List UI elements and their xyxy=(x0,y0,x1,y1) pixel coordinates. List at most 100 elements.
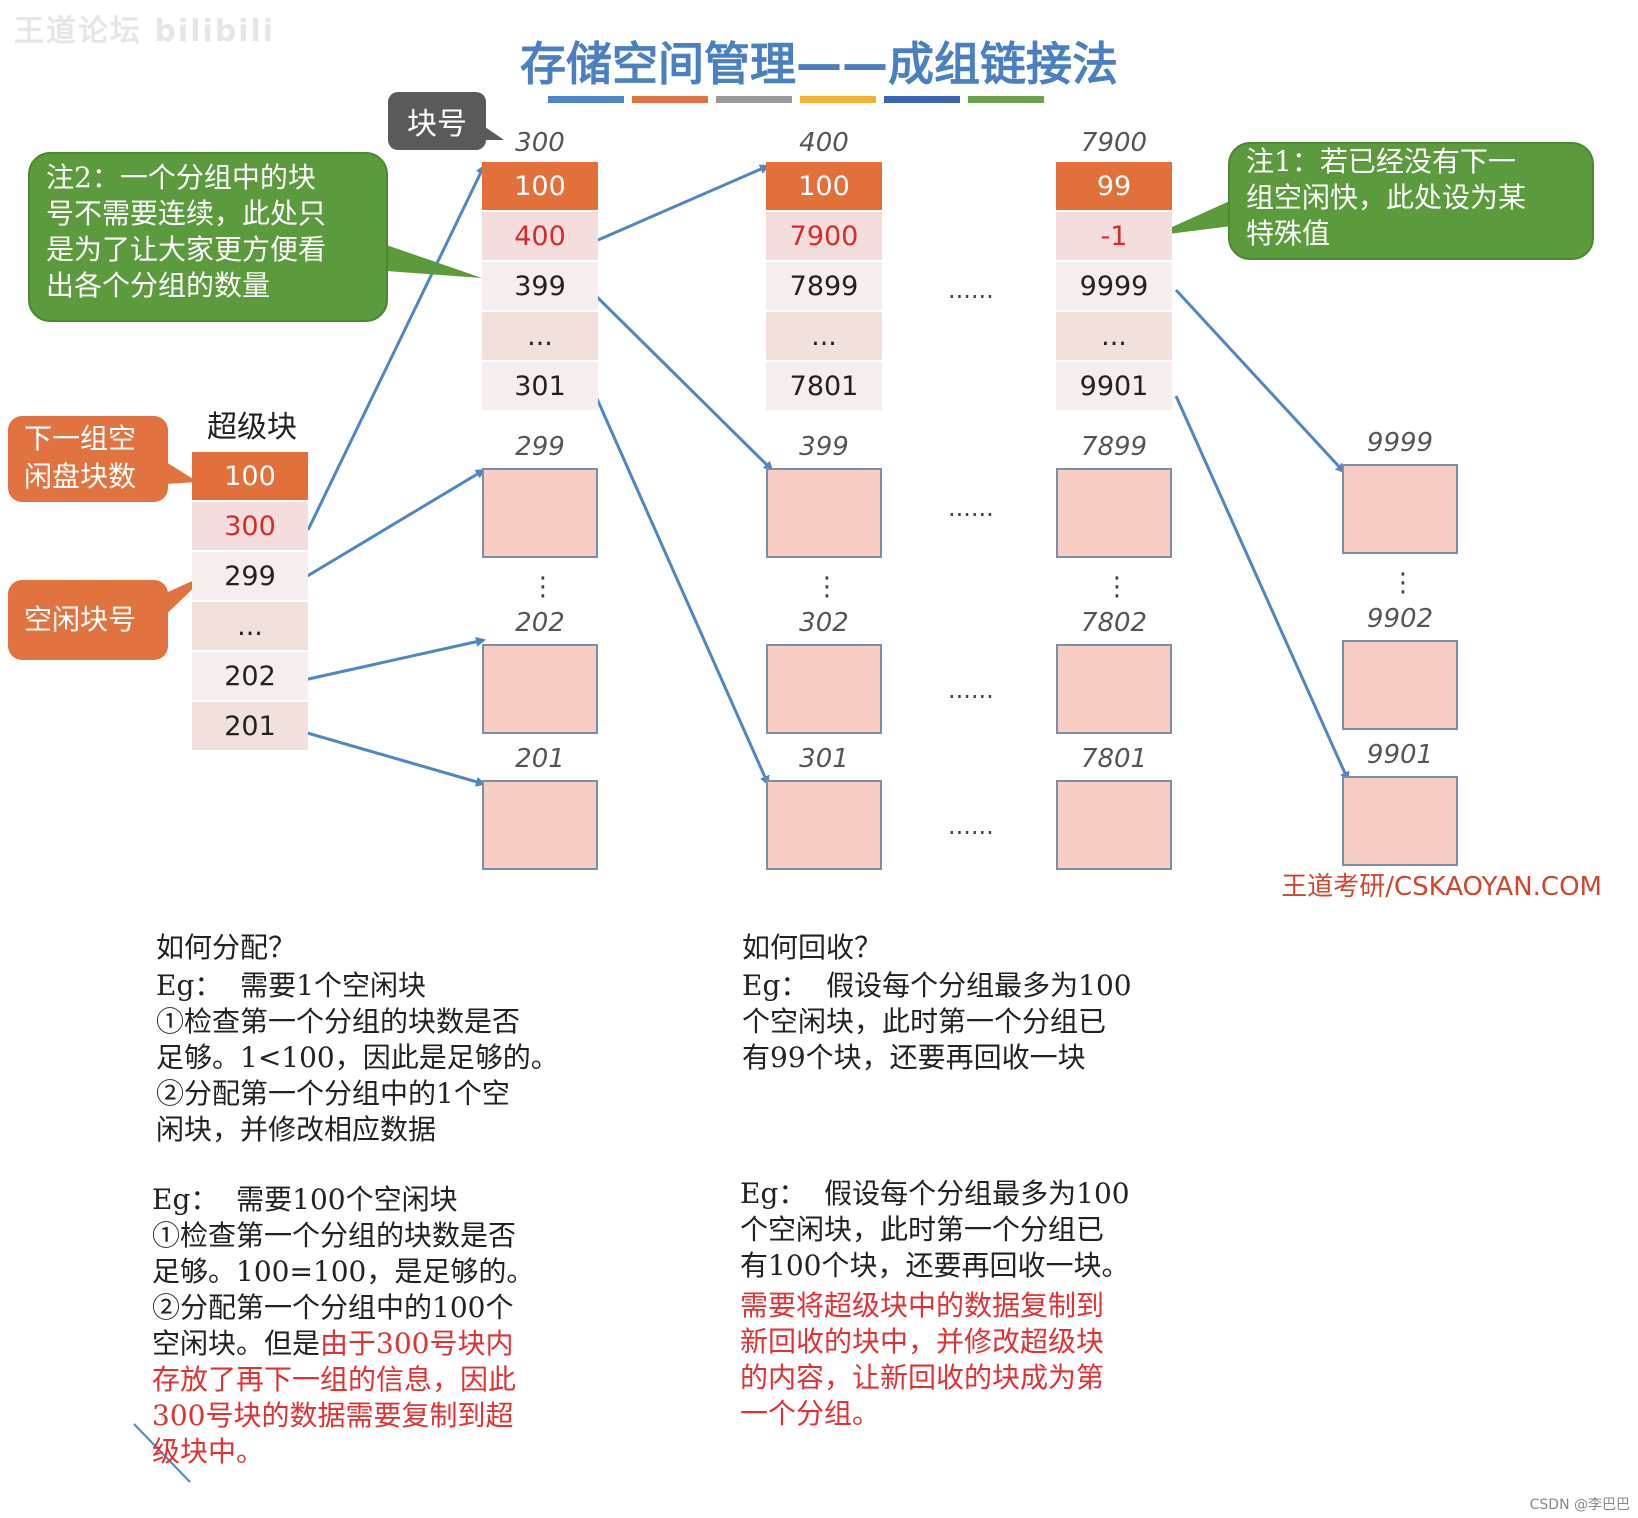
block-number-tag: 块号 xyxy=(388,92,486,150)
recycle-eg2-red-line: 新回收的块中，并修改超级块 xyxy=(740,1325,1105,1358)
arrow-299 xyxy=(303,468,486,580)
title-underline-segment xyxy=(548,96,624,103)
group-7900: 99 -1 9999 ... 9901 xyxy=(1056,162,1172,412)
recycle-eg1-line: Eg： 假设每个分组最多为100 xyxy=(742,969,1132,1002)
vertical-ellipsis: ⋮ xyxy=(1104,572,1130,602)
alloc-eg1-line: Eg： 需要1个空闲块 xyxy=(156,969,426,1002)
block-label: 399 xyxy=(799,432,849,462)
alloc-eg1-line: 足够。1<100，因此是足够的。 xyxy=(156,1041,559,1074)
note1-line: 特殊值 xyxy=(1246,217,1331,250)
free-block xyxy=(1342,640,1458,730)
group-400: 100 7900 7899 ... 7801 xyxy=(766,162,882,412)
alloc-eg2-line: ①检查第一个分组的块数是否 xyxy=(152,1219,517,1252)
title-underline-segment xyxy=(716,96,792,103)
block-label: 9999 xyxy=(1366,428,1434,458)
title-underline-segment xyxy=(884,96,960,103)
alloc-eg2-red-line: 存放了再下一组的信息，因此 xyxy=(152,1363,517,1396)
row-ellipsis: ...... xyxy=(948,676,994,704)
free-no-label xyxy=(8,580,168,660)
free-block xyxy=(1342,776,1458,866)
group-count: 100 xyxy=(482,162,598,210)
free-block xyxy=(766,468,882,558)
group-next: 400 xyxy=(482,212,598,260)
group-entry: 7801 xyxy=(766,362,882,410)
note2-line: 出各个分组的数量 xyxy=(46,269,271,302)
free-block xyxy=(482,468,598,558)
group-entry: 399 xyxy=(482,262,598,310)
group-ellipsis: ... xyxy=(766,312,882,360)
superblock: 100 300 299 ... 202 201 xyxy=(192,452,308,752)
superblock-count: 100 xyxy=(192,452,308,500)
alloc-eg2-prefix: 空闲块。但是 xyxy=(152,1327,321,1360)
group-next: -1 xyxy=(1056,212,1172,260)
recycle-eg1-line: 个空闲块，此时第一个分组已 xyxy=(742,1005,1107,1038)
block-label: 9901 xyxy=(1366,740,1434,770)
note2-pointer xyxy=(372,240,482,278)
page-title: 存储空间管理——成组链接法 xyxy=(520,37,1118,91)
free-block xyxy=(482,780,598,870)
block-label: 299 xyxy=(515,432,565,462)
block-label: 201 xyxy=(515,744,565,774)
next-count-line: 下一组空 xyxy=(24,422,137,455)
vertical-ellipsis: ⋮ xyxy=(530,572,556,602)
note1-callout xyxy=(1228,142,1594,260)
alloc-eg2-red-prefix: 由于300号块内 xyxy=(320,1327,514,1360)
title-underline-segment xyxy=(800,96,876,103)
recycle-eg2-line: 有100个块，还要再回收一块。 xyxy=(740,1249,1130,1282)
block-label: 7801 xyxy=(1080,744,1148,774)
group-count: 100 xyxy=(766,162,882,210)
superblock-title: 超级块 xyxy=(207,410,297,445)
alloc-eg2-red-line: 300号块的数据需要复制到超 xyxy=(152,1399,514,1432)
row-ellipsis: ...... xyxy=(948,494,994,522)
alloc-eg2-mixed-line: 空闲块。但是由于300号块内 xyxy=(152,1326,513,1362)
free-block xyxy=(482,644,598,734)
alloc-eg2-red-line: 级块中。 xyxy=(152,1435,265,1468)
next-count-label xyxy=(8,416,168,502)
arrow-superblock-to-group300 xyxy=(306,164,486,531)
superblock-ellipsis: ... xyxy=(192,602,308,650)
row-ellipsis: ...... xyxy=(948,812,994,840)
recycle-heading: 如何回收？ xyxy=(742,931,883,964)
note2-line: 是为了让大家更方便看 xyxy=(46,233,327,266)
group-next: 7900 xyxy=(766,212,882,260)
note2-callout xyxy=(28,152,388,322)
group-7900-label: 7900 xyxy=(1080,128,1148,158)
arrow-group300-to-group400 xyxy=(597,164,770,242)
block-label: 302 xyxy=(799,608,849,638)
free-block xyxy=(766,780,882,870)
block-label: 202 xyxy=(515,608,565,638)
vertical-ellipsis: ⋮ xyxy=(814,572,840,602)
group-count: 99 xyxy=(1056,162,1172,210)
superblock-entry: 202 xyxy=(192,652,308,700)
group-entry: 7899 xyxy=(766,262,882,310)
group-entry: 9901 xyxy=(1056,362,1172,410)
note1-line: 注1：若已经没有下一 xyxy=(1246,145,1516,178)
csdn-watermark: CSDN @李巴巴 xyxy=(1529,1497,1630,1513)
vertical-ellipsis: ⋮ xyxy=(1390,568,1416,598)
alloc-eg1-line: ①检查第一个分组的块数是否 xyxy=(156,1005,521,1038)
group-300-label: 300 xyxy=(515,128,565,158)
group-row-ellipsis: ...... xyxy=(948,276,994,304)
alloc-eg1-line: ②分配第一个分组中的1个空 xyxy=(156,1077,510,1110)
title-underline-segment xyxy=(632,96,708,103)
recycle-eg2-red-line: 的内容，让新回收的块成为第 xyxy=(740,1361,1105,1394)
note1-pointer xyxy=(1152,200,1232,236)
next-count-line: 闲盘块数 xyxy=(24,460,137,493)
credit-text: 王道考研/CSKAOYAN.COM xyxy=(1281,872,1602,902)
alloc-heading: 如何分配？ xyxy=(156,931,297,964)
arrow-9901 xyxy=(1174,395,1350,782)
alloc-eg1-line: 闲块，并修改相应数据 xyxy=(156,1113,437,1146)
recycle-eg2-line: Eg： 假设每个分组最多为100 xyxy=(740,1177,1130,1210)
group-ellipsis: ... xyxy=(1056,312,1172,360)
block-label: 7802 xyxy=(1080,608,1148,638)
free-block xyxy=(1056,644,1172,734)
alloc-eg2-line: ②分配第一个分组中的100个 xyxy=(152,1291,514,1324)
superblock-entry: 201 xyxy=(192,702,308,750)
arrow-399 xyxy=(592,292,774,472)
arrow-9999 xyxy=(1174,288,1346,474)
free-block xyxy=(1056,780,1172,870)
group-300: 100 400 399 ... 301 xyxy=(482,162,598,412)
pen-stroke xyxy=(133,1423,191,1483)
note2-line: 号不需要连续，此处只 xyxy=(46,197,327,230)
title-underline-segment xyxy=(968,96,1044,103)
